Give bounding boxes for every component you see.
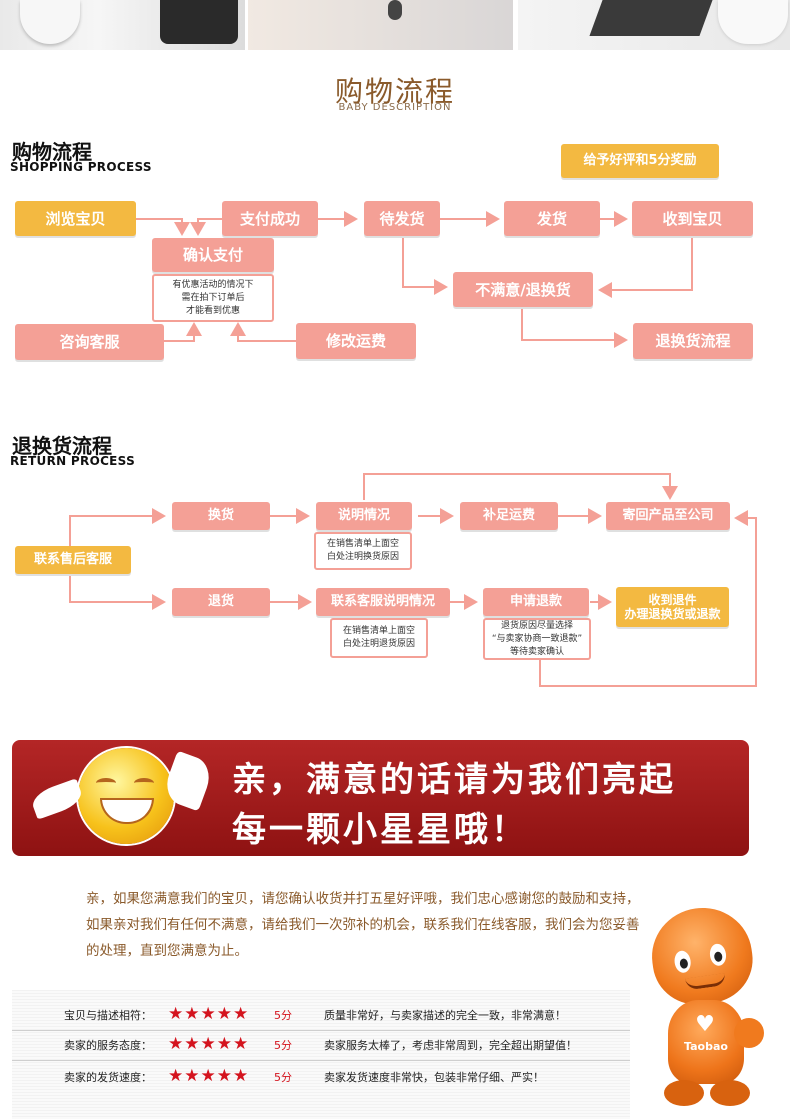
rating-label: 卖家的发货速度：	[64, 1071, 152, 1084]
apply-refund-note: 退货原因尽量选择 “与卖家协商一致退款” 等待卖家确认	[483, 618, 591, 660]
return-section-subtitle: RETURN PROCESS	[10, 454, 136, 468]
rating-label: 卖家的服务态度：	[64, 1039, 152, 1052]
step-refund: 退货	[172, 588, 270, 616]
note-line: 在销售清单上面空	[342, 626, 415, 636]
note-line: 在销售清单上面空	[326, 539, 399, 549]
note-line: 白处注明退货原因	[342, 639, 415, 649]
rating-row: 宝贝与描述相符： ★★★★★ 5分 质量非常好，与卖家描述的完全一致，非常满意！	[12, 1000, 630, 1028]
contact-explain-note: 在销售清单上面空 白处注明退货原因	[330, 618, 428, 658]
explain-note: 在销售清单上面空 白处注明换货原因	[314, 532, 412, 570]
rating-label: 宝贝与描述相符：	[64, 1009, 152, 1022]
rating-desc: 卖家发货速度非常快，包装非常仔细、严实！	[324, 1071, 544, 1084]
rating-score: 5分	[274, 1071, 292, 1084]
mascot-head	[645, 901, 759, 1011]
step-contact-explain: 联系客服说明情况	[316, 588, 450, 616]
note-line: 有优惠活动的情况下	[172, 279, 254, 290]
step-exchange: 换货	[172, 502, 270, 530]
step-wait-ship: 待发货	[364, 201, 440, 236]
heart-icon: ♥	[695, 1012, 715, 1037]
star-rating: ★★★★★	[168, 1034, 250, 1054]
banner-line-1: 亲，满意的话请为我们亮起	[232, 760, 676, 800]
thanks-message: 亲，如果您满意我们的宝贝，请您确认收货并打五星好评哦，我们忠心感谢您的鼓励和支持…	[86, 891, 640, 959]
taobao-mascot: ♥ Taobao	[634, 900, 784, 1119]
step-unsatisfied: 不满意/退换货	[453, 272, 593, 307]
mascot-foot	[664, 1080, 704, 1106]
return-section-title: 退换货流程	[12, 434, 112, 458]
wing-left-icon	[29, 778, 85, 820]
reward-badge: 给予好评和5分奖励	[561, 144, 719, 178]
page-subtitle: BABY DESCRIPTION	[338, 102, 452, 113]
step-supplement-ship: 补足运费	[460, 502, 558, 530]
mascot-body: ♥ Taobao	[668, 1000, 744, 1084]
banner-line-2: 每一颗小星星哦！	[232, 810, 528, 850]
step-return-flow: 退换货流程	[633, 323, 753, 359]
ratings-table: 宝贝与描述相符： ★★★★★ 5分 质量非常好，与卖家描述的完全一致，非常满意！…	[12, 990, 630, 1119]
rating-row: 卖家的服务态度： ★★★★★ 5分 卖家服务太棒了，考虑非常周到，完全超出期望值…	[12, 1030, 630, 1058]
row-divider	[12, 1060, 630, 1061]
step-modify-ship: 修改运费	[296, 323, 416, 359]
page-title: 购物流程	[334, 75, 455, 108]
note-line: “与卖家协商一致退款”	[491, 633, 583, 644]
product-photo-3	[518, 0, 790, 50]
step-line: 收到退件	[648, 592, 697, 607]
rating-desc: 卖家服务太棒了，考虑非常周到，完全超出期望值！	[324, 1039, 577, 1052]
rating-row: 卖家的发货速度： ★★★★★ 5分 卖家发货速度非常快，包装非常仔细、严实！	[12, 1062, 630, 1090]
step-shipped: 发货	[504, 201, 600, 236]
rating-desc: 质量非常好，与卖家描述的完全一致，非常满意！	[324, 1009, 566, 1022]
step-explain: 说明情况	[316, 502, 412, 530]
rating-banner: 亲，满意的话请为我们亮起 每一颗小星星哦！	[12, 740, 749, 856]
star-rating: ★★★★★	[168, 1066, 250, 1086]
confirm-pay-note: 有优惠活动的情况下 需在拍下订单后 才能看到优惠	[152, 274, 274, 322]
mascot-foot	[710, 1080, 750, 1106]
smiley-icon	[78, 748, 174, 844]
step-confirm-pay: 确认支付	[152, 238, 274, 272]
step-browse: 浏览宝贝	[15, 201, 136, 236]
top-photo-strip	[0, 0, 790, 50]
note-line: 需在拍下订单后	[181, 292, 245, 303]
row-divider	[12, 1030, 630, 1031]
step-pay-success: 支付成功	[222, 201, 318, 236]
rating-score: 5分	[274, 1039, 292, 1052]
step-consult: 咨询客服	[15, 324, 164, 360]
step-received: 收到宝贝	[632, 201, 753, 236]
step-send-back: 寄回产品至公司	[606, 502, 730, 530]
step-line: 办理退换货或退款	[624, 607, 721, 621]
star-rating: ★★★★★	[168, 1004, 250, 1024]
step-contact-after-sales: 联系售后客服	[15, 546, 131, 574]
mascot-logo: Taobao	[684, 1040, 728, 1053]
mascot-hand	[734, 1018, 764, 1048]
note-line: 才能看到优惠	[185, 305, 240, 316]
note-line: 退货原因尽量选择	[500, 620, 573, 631]
note-line: 白处注明换货原因	[326, 552, 399, 562]
note-line: 等待卖家确认	[509, 646, 564, 657]
flow-connectors	[69, 211, 757, 687]
rating-score: 5分	[274, 1009, 292, 1022]
step-apply-refund: 申请退款	[483, 588, 589, 616]
shopping-section-subtitle: SHOPPING PROCESS	[10, 160, 152, 174]
shopping-section-title: 购物流程	[12, 140, 92, 164]
product-photo-2	[248, 0, 513, 50]
step-receive-return: 收到退件 办理退换货或退款	[616, 587, 729, 627]
product-photo-1	[0, 0, 245, 50]
